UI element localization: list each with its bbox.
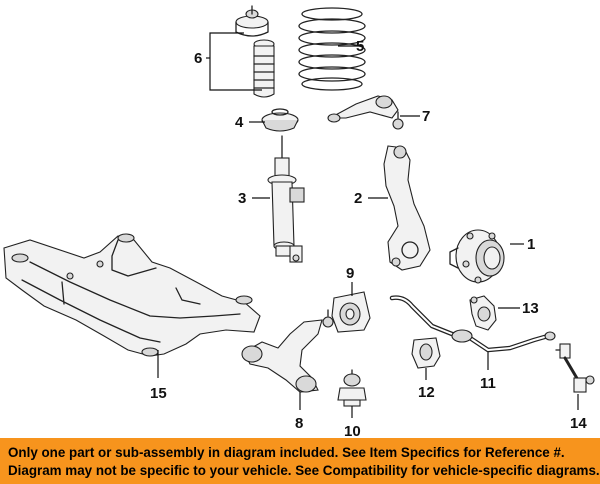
callout-11: 11 bbox=[480, 375, 496, 392]
callout-4: 4 bbox=[235, 114, 244, 131]
disclaimer-line-1: Only one part or sub-assembly in diagram… bbox=[8, 445, 565, 460]
callout-15: 15 bbox=[150, 385, 167, 402]
callout-5: 5 bbox=[356, 38, 364, 55]
callout-7: 7 bbox=[422, 108, 430, 125]
stabilizer-link-part bbox=[555, 343, 595, 393]
callout-13: 13 bbox=[522, 300, 539, 317]
stabilizer-bracket-part bbox=[469, 295, 497, 331]
strut-part bbox=[267, 135, 305, 263]
callout-10: 10 bbox=[344, 423, 361, 438]
disclaimer-footer: Only one part or sub-assembly in diagram… bbox=[0, 438, 600, 484]
steering-knuckle-part bbox=[383, 145, 431, 271]
disclaimer-line-2: Diagram may not be specific to your vehi… bbox=[8, 463, 600, 478]
strut-mount-part bbox=[235, 5, 269, 37]
callout-14: 14 bbox=[570, 415, 587, 432]
callout-6: 6 bbox=[194, 50, 202, 67]
callout-2: 2 bbox=[354, 190, 362, 207]
stabilizer-bushing-part bbox=[411, 337, 441, 369]
ball-joint-part bbox=[337, 369, 367, 407]
parts-diagram: 6 5 4 7 3 bbox=[3, 5, 595, 438]
lower-control-arm-part bbox=[241, 309, 334, 393]
callout-9: 9 bbox=[346, 265, 354, 282]
hub-bearing-part bbox=[449, 229, 505, 284]
callout-3: 3 bbox=[238, 190, 246, 207]
coil-spring-part bbox=[298, 7, 366, 91]
insulator-part bbox=[261, 108, 299, 132]
callout-12: 12 bbox=[418, 384, 435, 401]
callout-8: 8 bbox=[295, 415, 303, 432]
subframe-part bbox=[3, 233, 261, 357]
dust-boot-part bbox=[253, 39, 275, 98]
control-arm-bushing-part bbox=[331, 291, 371, 333]
stabilizer-bar-part bbox=[389, 295, 556, 353]
upper-control-arm-part bbox=[327, 95, 404, 130]
callout-1: 1 bbox=[527, 236, 535, 253]
